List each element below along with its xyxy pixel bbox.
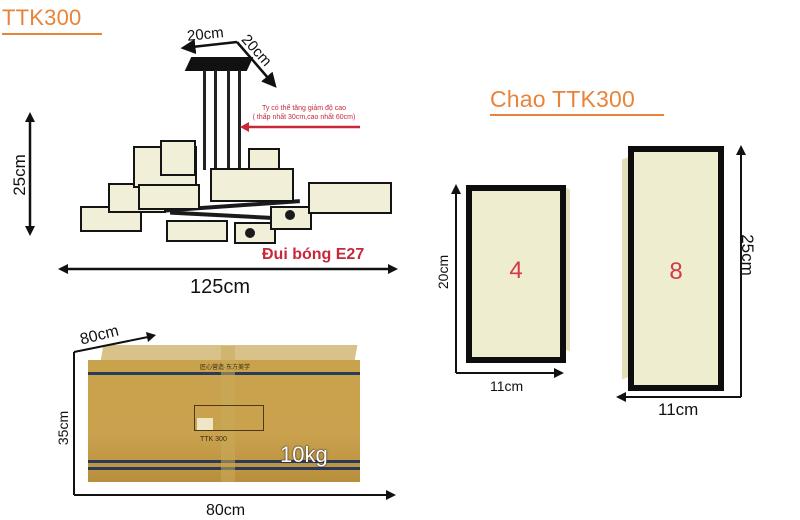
shade-small-front: 4 — [466, 185, 566, 363]
shade-small-height-label: 20cm — [435, 254, 451, 290]
shade-small-count: 4 — [509, 257, 523, 284]
box-logo — [197, 418, 213, 430]
cardboard-box: 匠心营造·东方美学 TTK 300 10kg — [88, 346, 360, 482]
chandelier-height-label: 25cm — [10, 154, 29, 196]
box-dimension-arrows-icon — [73, 332, 396, 500]
box-model-label: TTK 300 — [200, 436, 227, 443]
rod-adjust-note-line2: ( thấp nhất 30cm,cao nhất 60cm) — [252, 114, 356, 121]
package-weight-label: 10kg — [280, 442, 328, 467]
product-title: TTK300 — [2, 6, 102, 35]
shade-large-height-label: 25cm — [738, 234, 757, 276]
lamp-shade — [308, 182, 392, 214]
width-arrow-icon — [58, 264, 398, 274]
shade-large-count: 8 — [669, 258, 683, 285]
shade-large-front: 8 — [628, 146, 724, 391]
lamp-shade — [210, 168, 294, 202]
suspension-rod — [238, 70, 241, 170]
shade-small-axes-icon — [451, 184, 564, 378]
suspension-rod — [214, 70, 217, 170]
bulb-socket — [285, 210, 295, 220]
socket-type-label: Đui bóng E27 — [262, 246, 365, 263]
ceiling-canopy — [184, 57, 254, 71]
box-label — [194, 405, 264, 431]
package-height-label: 35cm — [55, 410, 71, 446]
lamp-shade — [138, 184, 200, 210]
lamp-shade — [166, 220, 228, 242]
shade-large-width-label: 11cm — [658, 400, 699, 419]
box-slogan: 匠心营造·东方美学 — [200, 365, 250, 371]
rod-adjust-note-line1: Ty có thể tăng giảm độ cao — [261, 105, 347, 112]
suspension-rod — [203, 70, 206, 170]
suspension-rod — [227, 70, 230, 170]
bulb-socket — [245, 228, 255, 238]
red-arrow-icon — [240, 122, 360, 132]
chandelier-width-label: 125cm — [190, 276, 251, 298]
height-arrow-icon — [25, 112, 35, 236]
lamp-shade — [234, 222, 276, 244]
lamp-shade — [160, 140, 196, 176]
shade-large-axes-icon — [616, 145, 746, 402]
canopy-dimension-arrows-icon — [180, 39, 277, 88]
package-width-label: 80cm — [206, 502, 246, 519]
shade-small-width-label: 11cm — [490, 378, 524, 394]
packing-tape — [221, 346, 235, 482]
lamp-shade — [248, 148, 280, 170]
shade-section-title: Chao TTK300 — [490, 87, 664, 116]
